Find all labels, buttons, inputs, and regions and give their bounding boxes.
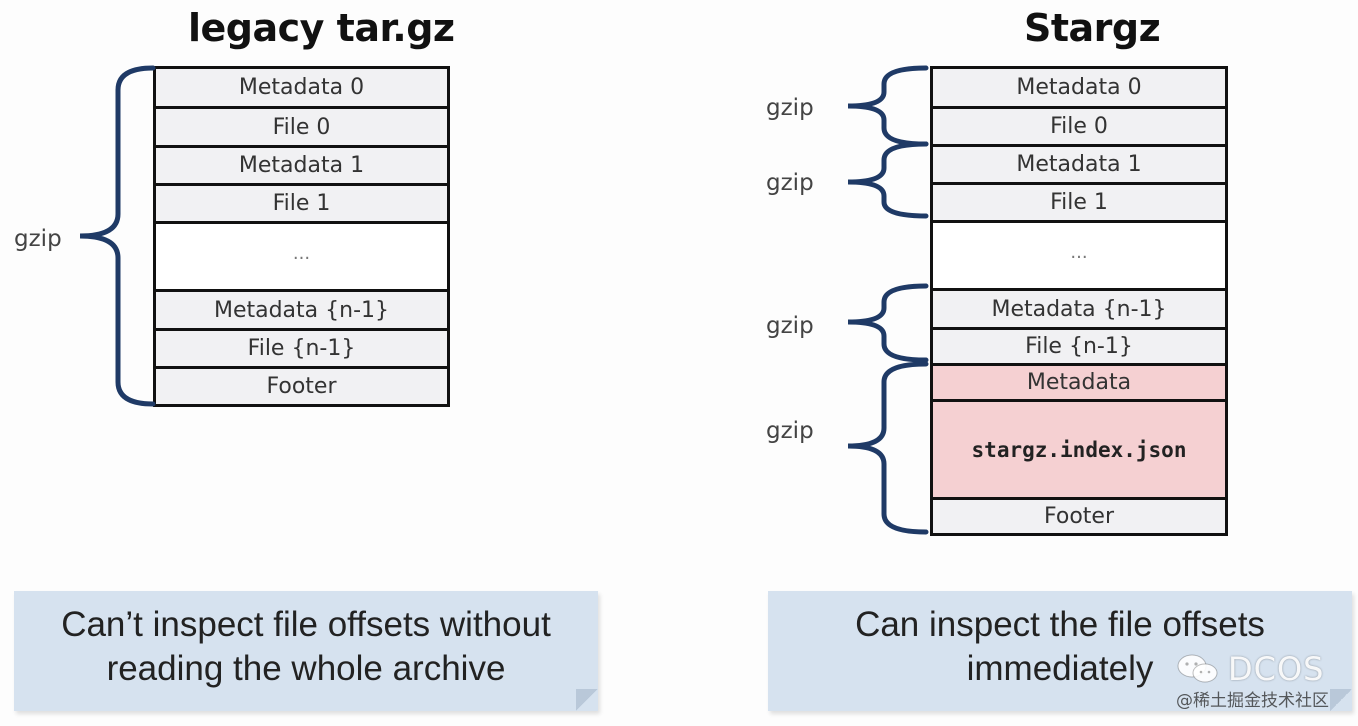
left-title: legacy tar.gz — [188, 6, 455, 50]
legacy-callout-line-1: Can’t inspect file offsets without — [61, 605, 551, 644]
watermark-site: @稀土掘金技术社区 — [1176, 691, 1329, 711]
watermark-brand: DCOS — [1228, 650, 1325, 688]
stargz-row-ellipsis: ... — [933, 220, 1225, 288]
stargz-gzip-label-4: gzip — [766, 418, 814, 444]
stargz-gzip-label-1: gzip — [766, 95, 814, 121]
legacy-row-metadata-1: Metadata 1 — [156, 145, 447, 183]
stargz-callout-line-2: immediately — [966, 649, 1154, 688]
legacy-row-footer: Footer — [156, 366, 447, 404]
stargz-row-metadata-1: Metadata 1 — [933, 144, 1225, 182]
legacy-row-file-1: File 1 — [156, 183, 447, 221]
stargz-row-metadata-n-1: Metadata {n-1} — [933, 288, 1225, 327]
legacy-row-metadata-0: Metadata 0 — [156, 69, 447, 106]
stargz-gzip-label-2: gzip — [766, 170, 814, 196]
stargz-row-file-0: File 0 — [933, 106, 1225, 144]
legacy-brace — [79, 65, 156, 407]
stargz-archive-stack: Metadata 0 File 0 Metadata 1 File 1 ... … — [930, 66, 1228, 536]
stargz-row-metadata: Metadata — [933, 363, 1225, 399]
stargz-row-index-json: stargz.index.json — [933, 399, 1225, 497]
stargz-brace-3 — [847, 283, 929, 363]
stargz-callout-fold — [1330, 689, 1352, 711]
stargz-row-file-1: File 1 — [933, 182, 1225, 220]
watermark: DCOS @稀土掘金技术社区 — [1176, 650, 1346, 711]
legacy-callout-line-2: reading the whole archive — [106, 649, 506, 688]
stargz-row-file-n-1: File {n-1} — [933, 327, 1225, 363]
legacy-callout-fold — [576, 689, 598, 711]
wechat-icon — [1177, 654, 1218, 683]
right-title: Stargz — [1024, 6, 1161, 50]
stargz-callout: Can inspect the file offsets immediately — [768, 591, 1352, 711]
stargz-gzip-label-3: gzip — [766, 313, 814, 339]
legacy-row-ellipsis: ... — [156, 221, 447, 289]
legacy-archive-stack: Metadata 0 File 0 Metadata 1 File 1 ... … — [153, 66, 450, 407]
legacy-callout: Can’t inspect file offsets without readi… — [14, 591, 598, 711]
legacy-gzip-label: gzip — [14, 226, 62, 252]
legacy-row-file-n-1: File {n-1} — [156, 328, 447, 366]
stargz-brace-2 — [847, 141, 929, 219]
stargz-brace-1 — [847, 65, 929, 147]
stargz-row-metadata-0: Metadata 0 — [933, 69, 1225, 106]
stargz-callout-line-1: Can inspect the file offsets — [855, 605, 1265, 644]
legacy-row-file-0: File 0 — [156, 106, 447, 145]
stargz-brace-4 — [847, 361, 929, 535]
legacy-row-metadata-n-1: Metadata {n-1} — [156, 289, 447, 328]
stargz-row-footer: Footer — [933, 497, 1225, 533]
